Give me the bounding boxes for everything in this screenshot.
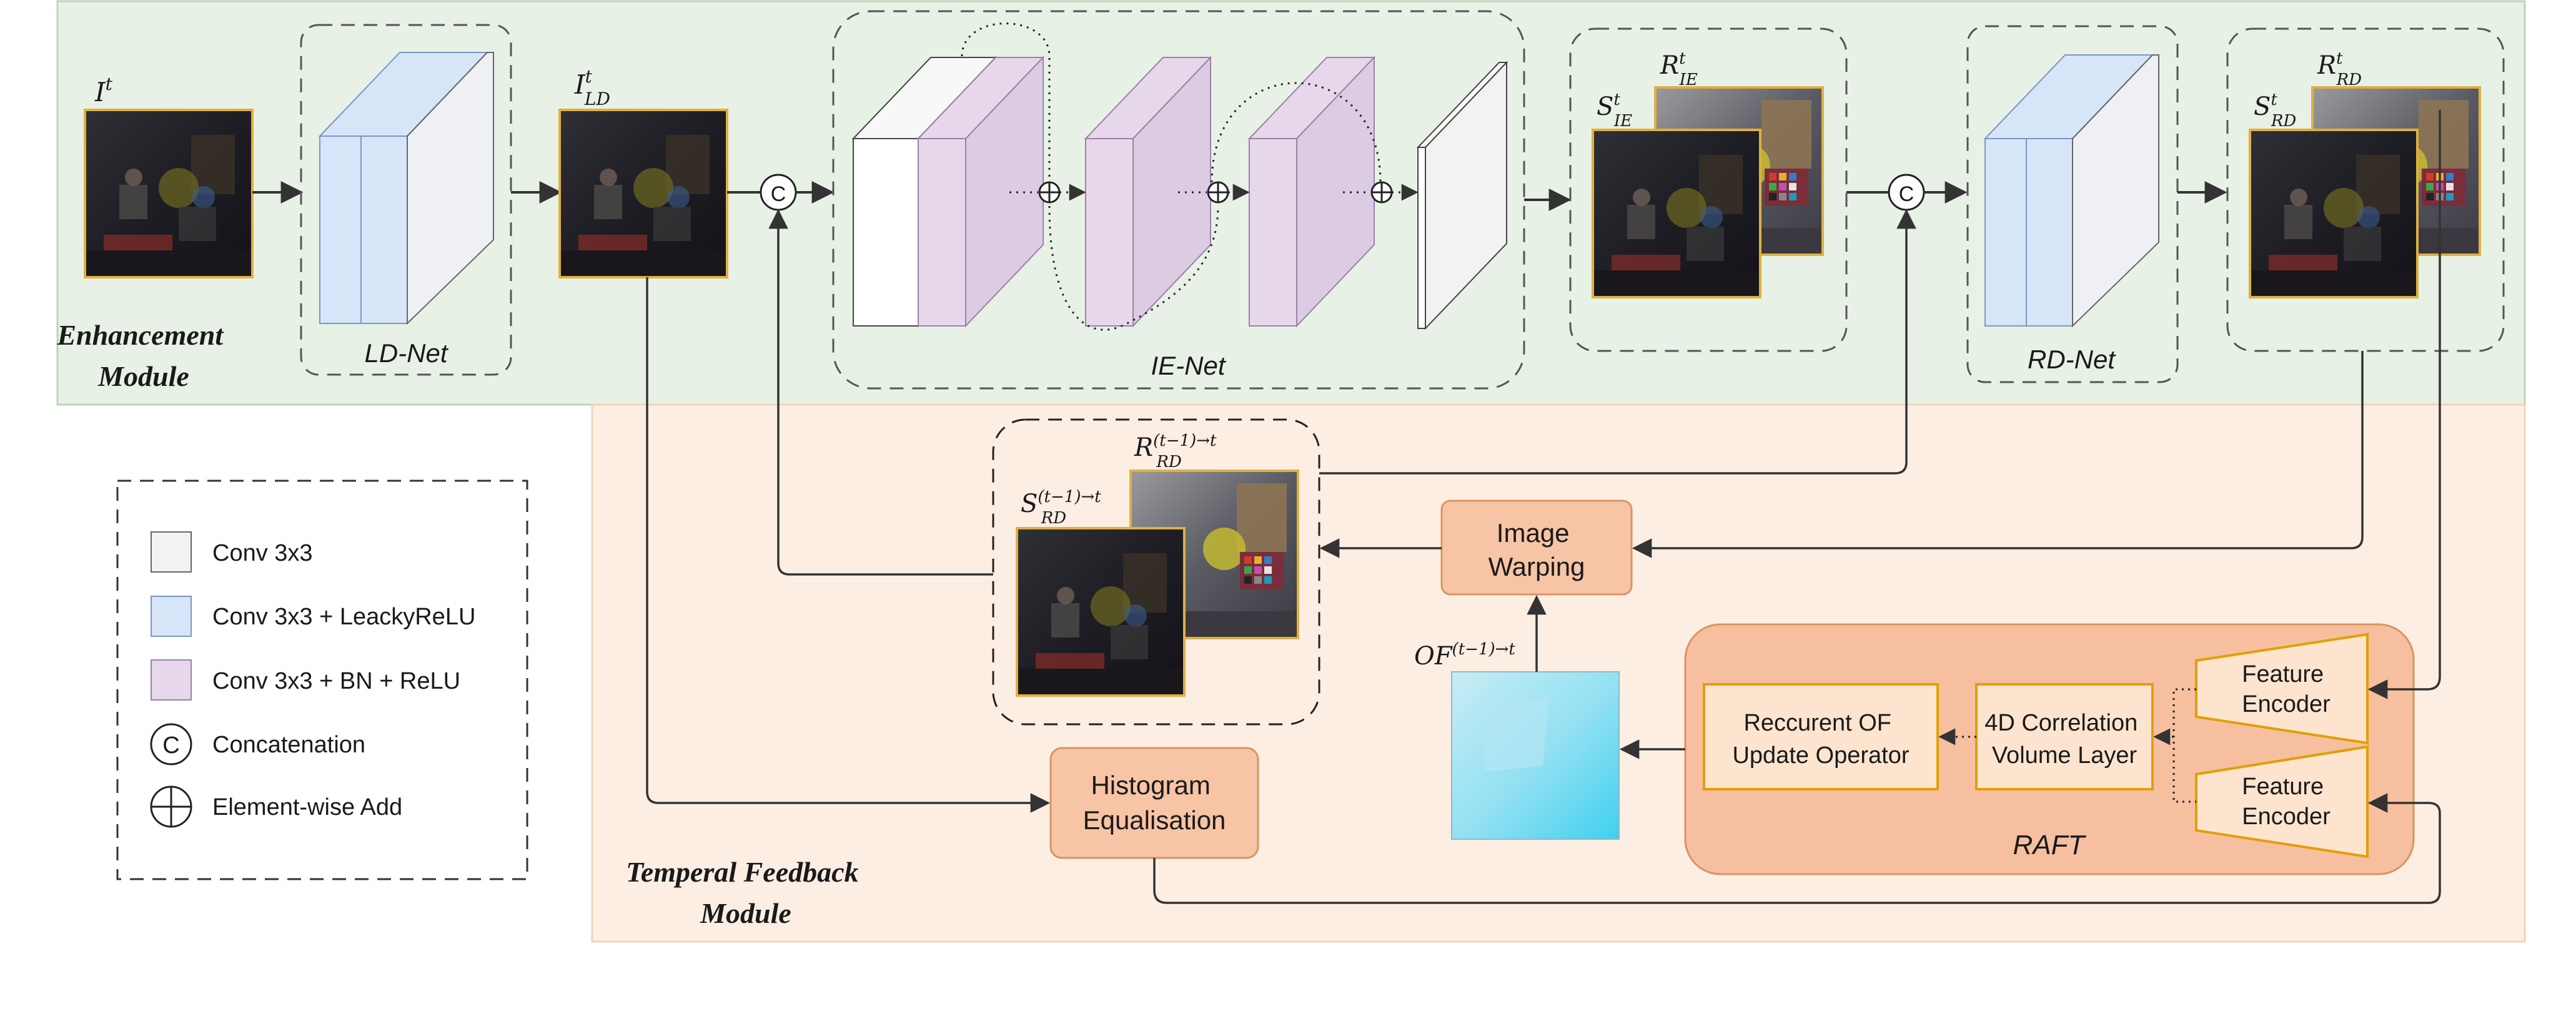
enhancement-module-label: Enhancement Module (56, 319, 230, 392)
recurrent-update-label: Reccurent OF Update Operator (1732, 710, 1909, 769)
recurrent-update-block (1703, 683, 1939, 790)
histogram-line1: Histogram (1091, 770, 1210, 800)
ld-net-label: LD-Net (364, 338, 448, 368)
recurrent-line1: Reccurent OF (1743, 710, 1891, 736)
rd-net-label: RD-Net (2028, 345, 2116, 374)
histogram-line2: Equalisation (1083, 805, 1226, 835)
legend-swatch-conv-lrelu (151, 596, 192, 637)
legend-swatch-conv-bn-relu (151, 659, 192, 701)
legend-label-add: Element-wise Add (212, 794, 402, 820)
image-warping-label: Image Warping (1489, 518, 1585, 581)
correlation-line1: 4D Correlation (1984, 710, 2138, 736)
optical-flow-image (1451, 671, 1620, 840)
optical-flow-label: OF(t−1)→t (1414, 640, 1515, 671)
image-warping-line2: Warping (1489, 552, 1585, 581)
recurrent-line2: Update Operator (1732, 742, 1909, 769)
input-image-label: It (94, 74, 113, 107)
concat-symbol-icon (150, 723, 192, 765)
fe2-line2: Encoder (2242, 804, 2331, 830)
feature-encoder-1-label: Feature Encoder (2242, 661, 2331, 717)
ie-net-label: IE-Net (1151, 351, 1226, 380)
histogram-label: Histogram Equalisation (1083, 770, 1226, 835)
ie-illumination-image (1592, 129, 1761, 298)
legend-label-conv: Conv 3x3 (212, 540, 313, 566)
raft-block: RAFT Reccurent OF Update Operator 4D Cor… (1684, 623, 2415, 875)
legend-label-concat: Concatenation (212, 732, 365, 758)
enhancement-label-line1: Enhancement (56, 319, 224, 351)
legend: Conv 3x3 Conv 3x3 + LeackyReLU Conv 3x3 … (116, 480, 528, 880)
rd-illumination-image (2249, 129, 2419, 298)
legend-swatch-conv (151, 531, 192, 573)
feature-encoder-2-block (2195, 745, 2369, 859)
connectors (646, 110, 2441, 904)
feedback-label-line1: Temperal Feedback (626, 856, 859, 888)
feedback-label-line2: Module (700, 897, 791, 929)
add-symbol-icon (150, 785, 192, 828)
ie-net: IE-Net (832, 10, 1525, 390)
fe2-line1: Feature (2242, 774, 2324, 800)
concat-node-1-letter: C (771, 182, 786, 206)
legend-label-conv-lrelu: Conv 3x3 + LeackyReLU (212, 604, 475, 630)
input-image (84, 109, 254, 278)
legend-concat-letter: C (162, 732, 179, 759)
warped-illumination-image (1016, 527, 1186, 697)
fe1-line2: Encoder (2242, 691, 2331, 717)
correlation-volume-block (1975, 683, 2154, 790)
feature-encoder-2-label: Feature Encoder (2242, 774, 2331, 830)
correlation-line2: Volume Layer (1992, 742, 2138, 769)
legend-label-conv-bn-relu: Conv 3x3 + BN + ReLU (212, 668, 460, 694)
rd-net: RD-Net (1966, 25, 2179, 383)
image-warping-line1: Image (1497, 518, 1570, 548)
feedback-module-label: Temperal Feedback Module (626, 856, 866, 929)
raft-label: RAFT (2013, 830, 2087, 860)
histogram-equalisation-block: Histogram Equalisation (1049, 747, 1259, 859)
ld-net: LD-Net (300, 24, 512, 376)
fe1-line1: Feature (2242, 661, 2324, 687)
correlation-volume-label: 4D Correlation Volume Layer (1984, 710, 2144, 769)
enhancement-label-line2: Module (97, 360, 189, 392)
ld-output-image (558, 109, 728, 278)
feature-encoder-1-block (2195, 632, 2369, 745)
concat-node-2-letter: C (1899, 182, 1915, 206)
image-warping-block: Image Warping (1440, 500, 1633, 596)
